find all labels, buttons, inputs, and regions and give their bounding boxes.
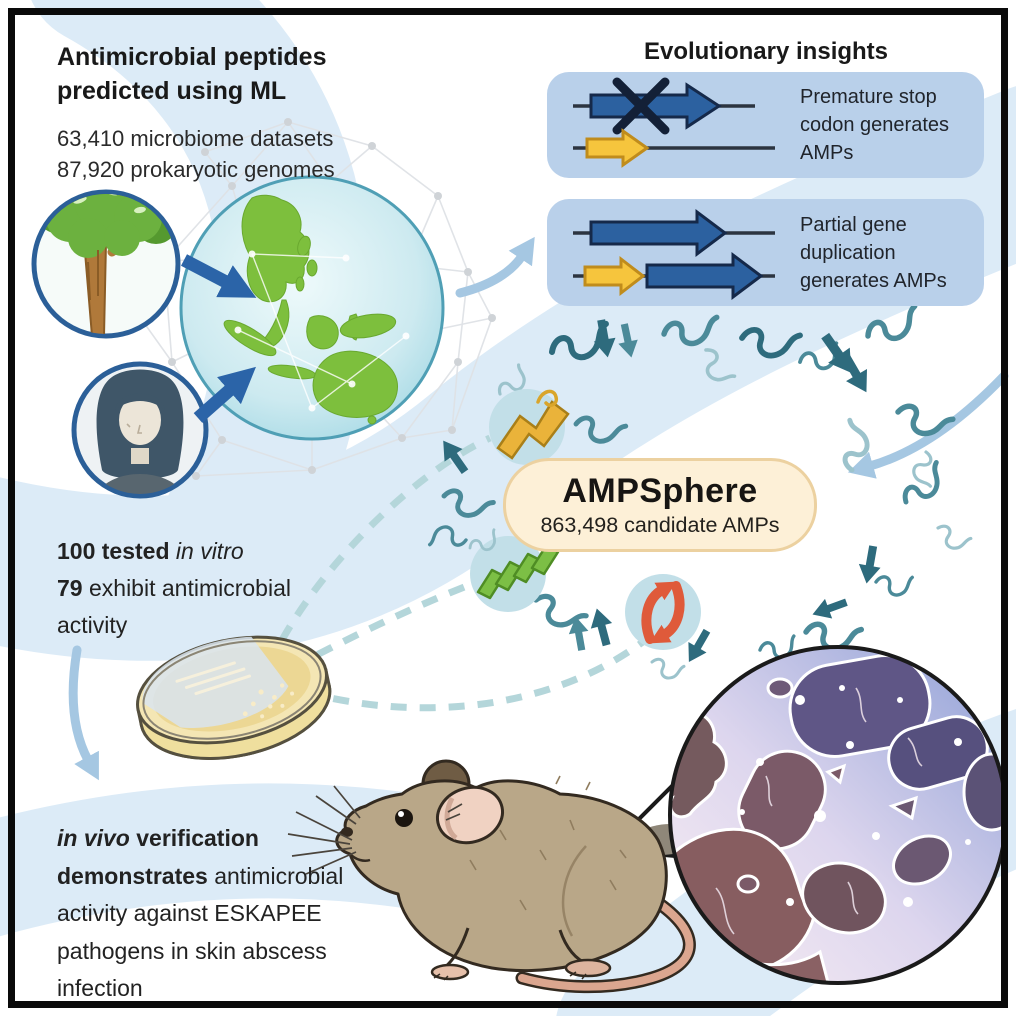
- mouse-tail: [515, 887, 696, 994]
- stat-prokaryotic-genomes: 87,920 prokaryotic genomes: [57, 157, 335, 182]
- ampsphere-count: 863,498 candidate AMPs: [540, 513, 780, 537]
- panel-partial-gene-duplication: Partial gene duplication generates AMPs: [547, 199, 984, 306]
- panel-premature-stop-codon: Premature stop codon generates AMPs: [547, 72, 984, 178]
- sample-to-globe-arrows: [180, 254, 257, 423]
- speech-bubble-tail: [606, 756, 722, 862]
- invitro-section: 100 tested in vitro 79 exhibit antimicro…: [57, 533, 291, 644]
- invivo-section: in vivo verification demonstrates antimi…: [57, 825, 344, 1001]
- ml-section-stats: 63,410 microbiome datasets 87,920 prokar…: [57, 123, 335, 185]
- gene-diagram-duplication: [573, 209, 775, 300]
- gene-arrow-blue-duplicate: [645, 252, 764, 300]
- arrow-into-ampsphere: [847, 371, 1009, 479]
- invitro-line1: 100 tested in vitro: [57, 538, 244, 564]
- amp-arrow-yellow: [585, 128, 650, 168]
- arrow-invitro-to-invivo: [68, 645, 99, 781]
- stat-microbiome-datasets: 63,410 microbiome datasets: [57, 126, 334, 151]
- ml-section-title: Antimicrobial peptides predicted using M…: [57, 40, 335, 108]
- duplication-label: Partial gene duplication generates AMPs: [800, 213, 947, 292]
- person-host-inset: [71, 361, 209, 499]
- stop-codon-label: Premature stop codon generates AMPs: [800, 86, 950, 164]
- highlight-peptide-yellow: [489, 389, 570, 465]
- abscess-magnifier: [606, 645, 1008, 985]
- ml-section: Antimicrobial peptides predicted using M…: [57, 40, 335, 185]
- amp-arrow-yellow: [583, 255, 646, 297]
- ampsphere-badge: AMPSphere 863,498 candidate AMPs: [503, 458, 817, 552]
- highlight-peptide-red: [625, 574, 701, 650]
- ampsphere-name: AMPSphere: [562, 472, 758, 510]
- invitro-line2: 79 exhibit antimicrobial: [57, 575, 291, 601]
- arrow-globe-to-insights: [455, 236, 535, 298]
- ml-title-line2: predicted using ML: [57, 77, 287, 105]
- gene-diagram-stop-codon: [573, 77, 775, 168]
- evolution-section-title: Evolutionary insights: [643, 38, 889, 65]
- invitro-line3: activity: [57, 612, 128, 638]
- globe-illustration: [179, 175, 445, 441]
- gene-arrow-blue: [589, 209, 728, 257]
- ml-title-line1: Antimicrobial peptides: [57, 43, 327, 71]
